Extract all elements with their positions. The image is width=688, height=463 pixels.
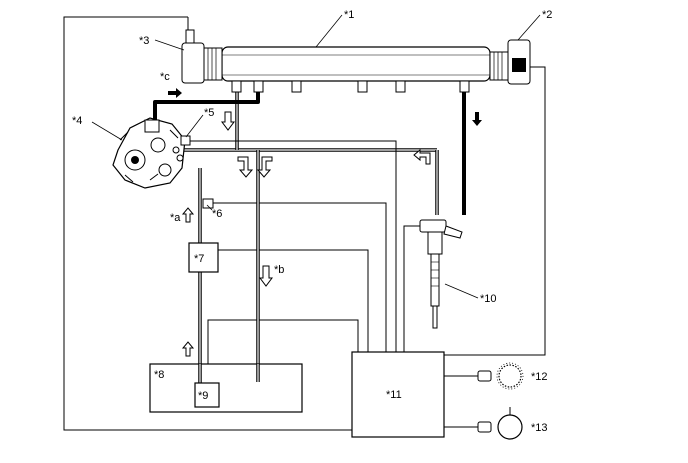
common-rail: [221, 46, 491, 93]
arrow-up-a: [181, 207, 195, 223]
label-12: *12: [531, 371, 548, 383]
label-b: *b: [274, 264, 284, 276]
arrow-curve-left: [237, 156, 254, 178]
arrow-down-solid: [472, 112, 482, 126]
fuel-filter: [188, 242, 219, 273]
label-10: *10: [480, 293, 497, 305]
supply-pump: [112, 117, 191, 189]
label-a: *a: [170, 212, 181, 224]
fuel-tank: [149, 363, 303, 413]
fuel-lines: [180, 92, 439, 385]
fuel-temperature-sensor: [202, 198, 214, 209]
label-11: *11: [386, 389, 402, 401]
flow-arrows: [168, 88, 482, 357]
leader-lines: [91, 14, 541, 299]
rail-pressure-sensor: [181, 29, 223, 84]
camshaft-position-sensor: [477, 407, 523, 440]
crankshaft-position-sensor: [477, 362, 524, 390]
wiring: [63, 16, 546, 431]
label-3: *3: [139, 35, 149, 47]
arrow-curve-right: [256, 156, 273, 178]
label-5: *5: [204, 107, 214, 119]
arrow-down-gray: [221, 111, 235, 131]
injector: [419, 219, 463, 329]
label-1: *1: [344, 9, 354, 21]
label-9: *9: [198, 390, 208, 402]
arrow-right-solid: [168, 88, 182, 98]
arrow-up-tank: [181, 341, 195, 357]
arrow-down-b: [259, 265, 273, 287]
label-8: *8: [154, 369, 164, 381]
arrow-return: [413, 148, 431, 165]
label-c: *c: [160, 71, 170, 83]
label-6: *6: [212, 208, 222, 220]
label-2: *2: [542, 9, 552, 21]
ecu: [351, 351, 445, 438]
high-pressure-lines: [153, 88, 466, 215]
label-4: *4: [72, 115, 82, 127]
callout-labels: *1 *2 *3 *c *4 *5 *6 *a *7 *b *10 *8 *9 …: [72, 9, 552, 434]
pressure-discharge-valve: [489, 39, 531, 85]
label-13: *13: [531, 422, 548, 434]
label-7: *7: [194, 253, 204, 265]
